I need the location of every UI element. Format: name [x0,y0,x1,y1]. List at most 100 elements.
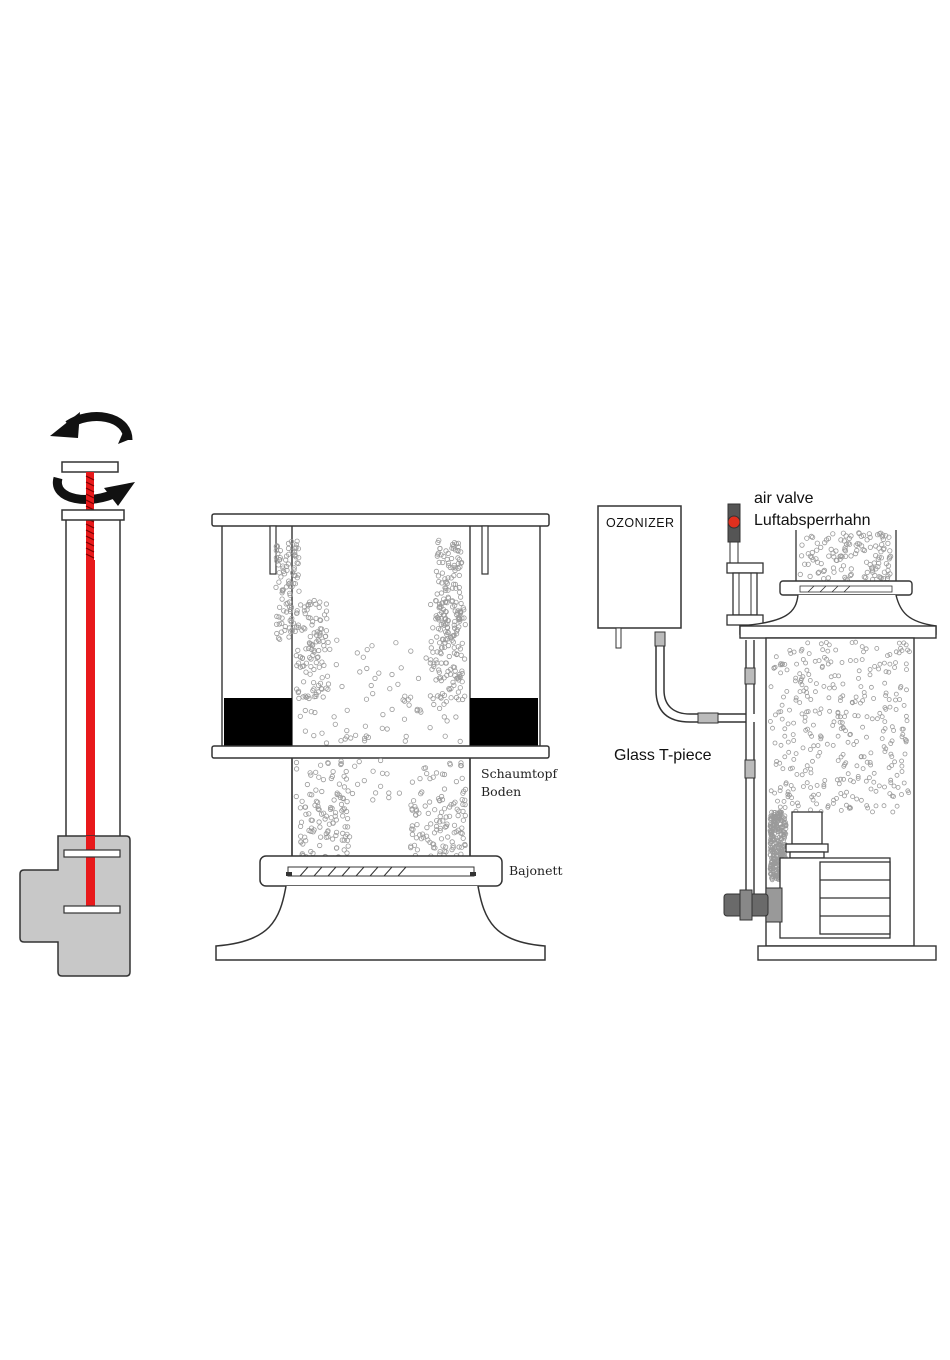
foam-bubble [407,703,411,707]
foam-bubble [317,648,321,652]
body-top-flange [740,626,936,638]
foam-bubble [436,574,440,578]
foam-bubble [429,639,433,643]
foam-bubble [446,835,450,839]
foam-bubble [320,731,324,735]
foam-bubble [449,556,453,560]
foam-bubble [428,602,432,606]
foam-bubble [361,655,365,659]
foam-bubble [378,758,382,762]
foam-bubble [371,798,375,802]
foam-bubble [873,573,877,577]
foam-bubble [378,784,382,788]
ozone-hose [656,646,746,722]
foam-bubble [297,696,301,700]
foam-bubble [318,825,322,829]
foam-bubble [461,809,465,813]
foam-bubble [358,670,362,674]
foam-bubble [799,554,803,558]
foam-bubble [371,691,375,695]
foam-bubble [815,541,819,545]
foam-bubble [332,715,336,719]
rod-top-disc[interactable] [62,462,118,472]
foam-bubble [403,739,407,743]
foam-bubble [432,702,436,706]
foam-bubble [342,785,346,789]
foam-bubble [457,590,461,594]
ozonizer-setup-panel: OZONIZER air valve Luftabsperrhahn Glass… [598,490,936,960]
foam-bubble [304,670,308,674]
label-air-valve: air valve [754,490,814,507]
foam-bubble [447,654,451,658]
foam-bubbles-lower [294,758,468,860]
foam-bubble [387,791,391,795]
foam-bubble [800,543,804,547]
foam-bubble [303,708,307,712]
foam-bubble [409,649,413,653]
foam-bubble [325,674,329,678]
foam-bubble [394,641,398,645]
foam-bubble [832,570,836,574]
foam-bubble [388,687,392,691]
foam-bubble [324,609,328,613]
foam-bubble [808,574,812,578]
foam-bubble [888,549,892,553]
foam-bubble [326,682,330,686]
hose-connector-lower [745,760,755,778]
foam-bubble [318,843,322,847]
foam-bubble [403,694,407,698]
foam-bubble [380,726,384,730]
foam-bubbles-upper [274,538,468,745]
foam-bubble [334,662,338,666]
foam-bubble [341,831,345,835]
foam-bubble [280,597,284,601]
foam-bubble [357,759,361,763]
foam-bubble [849,554,853,558]
label-ozonizer: OZONIZER [606,516,675,530]
adjustment-rod-panel [20,412,135,976]
foam-bubble [819,545,823,549]
foam-bubble [311,680,315,684]
air-valve-handle[interactable] [728,516,740,528]
foam-bubble [350,791,354,795]
foam-bubble [441,844,445,848]
foam-bubble [439,810,443,814]
rod-tube-cap [62,510,124,520]
foam-bubble [463,622,467,626]
foam-bubble [314,788,318,792]
foam-bubble [294,767,298,771]
foam-bubble [364,697,368,701]
foam-bubble [413,804,417,808]
foam-bubble [431,626,435,630]
foam-bubble [377,671,381,675]
foam-bubbles-top-cup [798,531,893,582]
foam-bubble [434,569,438,573]
foam-bubble [344,769,348,773]
foam-bubble [294,794,298,798]
foam-bubble [826,576,830,580]
foam-bubble [872,561,876,565]
foam-bubble [463,813,467,817]
foam-bubble [427,800,431,804]
foam-bubble [458,595,462,599]
foam-bubble [415,848,419,852]
foam-bubble [439,661,443,665]
foam-bubble [309,664,313,668]
foam-bubble [390,672,394,676]
foam-bubble [841,531,845,535]
foam-bubble [443,734,447,738]
foam-bubble [335,846,339,850]
foam-bubble [428,694,432,698]
foam-bubble [345,728,349,732]
foam-bubble [318,600,322,604]
foam-bubble [371,769,375,773]
cup-flared-base [216,886,545,960]
foam-bubble [810,550,814,554]
foam-bubble [397,791,401,795]
foam-bubble [459,601,463,605]
foam-bubble [279,575,283,579]
ozonizer-outlet [655,632,665,646]
foam-bubble [294,760,298,764]
foam-bubble [345,816,349,820]
foam-bubble [865,538,869,542]
